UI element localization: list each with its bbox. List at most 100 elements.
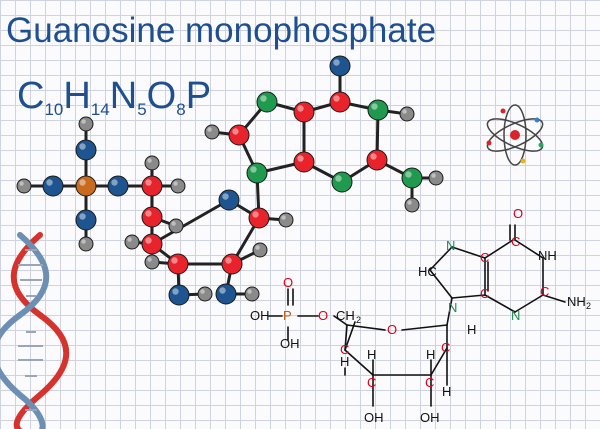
- atom-highlight: [173, 181, 178, 186]
- atom-highlight: [222, 193, 229, 200]
- atom-label-n1h: NH: [538, 248, 557, 263]
- structural-bond: [430, 347, 448, 376]
- atom-carbon-c5: [293, 101, 315, 123]
- atom-hydrogen-h3p: [144, 254, 160, 270]
- atom-nitrogen-n9: [246, 162, 268, 184]
- atom-hydrogen-h1: [399, 106, 415, 122]
- atom-icon: [486, 104, 544, 166]
- atom-carbon-c1p: [248, 207, 270, 229]
- atom-label-h: H: [467, 322, 476, 337]
- structural-bond: [451, 246, 486, 259]
- atom-highlight: [232, 128, 239, 135]
- atom-oxygen_ball-o2p: [215, 283, 237, 305]
- atom-highlight: [147, 257, 152, 262]
- dna-helix-icon: [0, 232, 70, 429]
- atom-oxygen_ball-o4p: [218, 189, 240, 211]
- atom-label-sugar_oh: OH: [420, 410, 440, 425]
- atom-highlight: [171, 257, 178, 264]
- structural-bond: [429, 269, 453, 299]
- atom-label-sugar_oh: OH: [364, 410, 384, 425]
- atom-hydrogen-hn1: [428, 170, 444, 186]
- atom-label-h: H: [340, 354, 349, 369]
- atom-label-h: H: [442, 384, 451, 399]
- structural-bond: [401, 324, 448, 331]
- atom-label-sugar_c: C: [367, 375, 376, 390]
- atom-hydrogen-h5a: [168, 218, 184, 234]
- atom-carbon-c2: [366, 149, 388, 171]
- atom-highlight: [405, 171, 412, 178]
- atom-highlight: [79, 179, 86, 186]
- atom-highlight: [111, 179, 118, 186]
- atom-hydrogen-h2p: [252, 242, 268, 258]
- atom-highlight: [333, 59, 340, 66]
- atom-hydrogen-h5b: [144, 155, 160, 171]
- structural-bond: [333, 315, 348, 326]
- structural-bond: [484, 294, 516, 313]
- atom-highlight: [145, 179, 152, 186]
- atom-label-c8: HC: [418, 264, 437, 279]
- atom-highlight: [402, 109, 407, 114]
- atom-oxygen_ball-o3p: [168, 284, 190, 306]
- atom-hydrogen-h2o2: [244, 286, 260, 302]
- atom-carbon-o5p: [141, 175, 163, 197]
- atom-highlight: [333, 95, 340, 102]
- atom-highlight: [297, 155, 304, 162]
- atom-oxygen_ball-o6: [329, 55, 351, 77]
- atom-highlight: [145, 237, 152, 244]
- atom-highlight: [19, 181, 24, 186]
- atom-label-ch2: CH: [336, 308, 355, 323]
- atom-oxygen_ball-opl: [42, 175, 64, 197]
- atom-highlight: [431, 173, 436, 178]
- atom-label-h: H: [426, 347, 435, 362]
- atom-nitrogen-n3: [331, 171, 353, 193]
- structural-bond: [446, 297, 453, 326]
- atom-label-n9: N: [448, 300, 457, 315]
- atom-phosphorus-p: [75, 175, 97, 197]
- atom-label-sugar_c: C: [340, 342, 349, 357]
- chemical-formula: C10H14N5O8P: [17, 75, 211, 119]
- atom-nitrogen-n2: [401, 167, 423, 189]
- atom-highlight: [145, 210, 152, 217]
- atom-hydrogen-h8: [204, 124, 220, 140]
- atom-highlight: [370, 153, 377, 160]
- atom-label-p_o_top: O: [283, 275, 293, 290]
- atom-hydrogen-hpb: [78, 236, 94, 252]
- atom-highlight: [79, 143, 86, 150]
- atom-oxygen_ball-op: [107, 175, 129, 197]
- atom-label-base_c: C: [511, 234, 520, 249]
- atom-highlight: [247, 289, 252, 294]
- atom-label-base_c: C: [480, 250, 489, 265]
- atom-carbon-c4: [293, 151, 315, 173]
- atom-label-subscript: 2: [586, 301, 591, 311]
- structural-bond: [514, 239, 544, 259]
- atom-label-p_oh_left: OH: [250, 308, 270, 323]
- atom-carbon-c2p: [221, 253, 243, 275]
- atom-nitrogen-n1: [367, 99, 389, 121]
- atom-highlight: [127, 237, 132, 242]
- atom-nitrogen-n7: [256, 91, 278, 113]
- structural-bond: [514, 294, 544, 313]
- atom-highlight: [335, 175, 342, 182]
- atom-oxygen_ball-opt: [75, 139, 97, 161]
- atom-hydrogen-hn2: [404, 197, 420, 213]
- atom-label-p: P: [283, 308, 292, 323]
- atom-highlight: [46, 179, 53, 186]
- atom-label-carbonyl_o: O: [513, 206, 523, 221]
- atom-label-ester_o: O: [318, 308, 328, 323]
- atom-hydrogen-h1p: [278, 212, 294, 228]
- page-title: Guanosine monophosphate: [6, 11, 436, 50]
- atom-highlight: [297, 105, 304, 112]
- structural-bond: [344, 324, 348, 351]
- structural-bond: [451, 294, 486, 299]
- atom-highlight: [407, 200, 412, 205]
- atom-label-n3: N: [511, 308, 520, 323]
- atom-carbon-c6: [329, 91, 351, 113]
- structural-bond: [344, 349, 374, 376]
- atom-highlight: [250, 166, 257, 173]
- atom-highlight: [219, 287, 226, 294]
- atom-label-sugar_c: C: [425, 375, 434, 390]
- atom-hydrogen-hpt: [78, 116, 94, 132]
- structural-bond: [484, 239, 514, 259]
